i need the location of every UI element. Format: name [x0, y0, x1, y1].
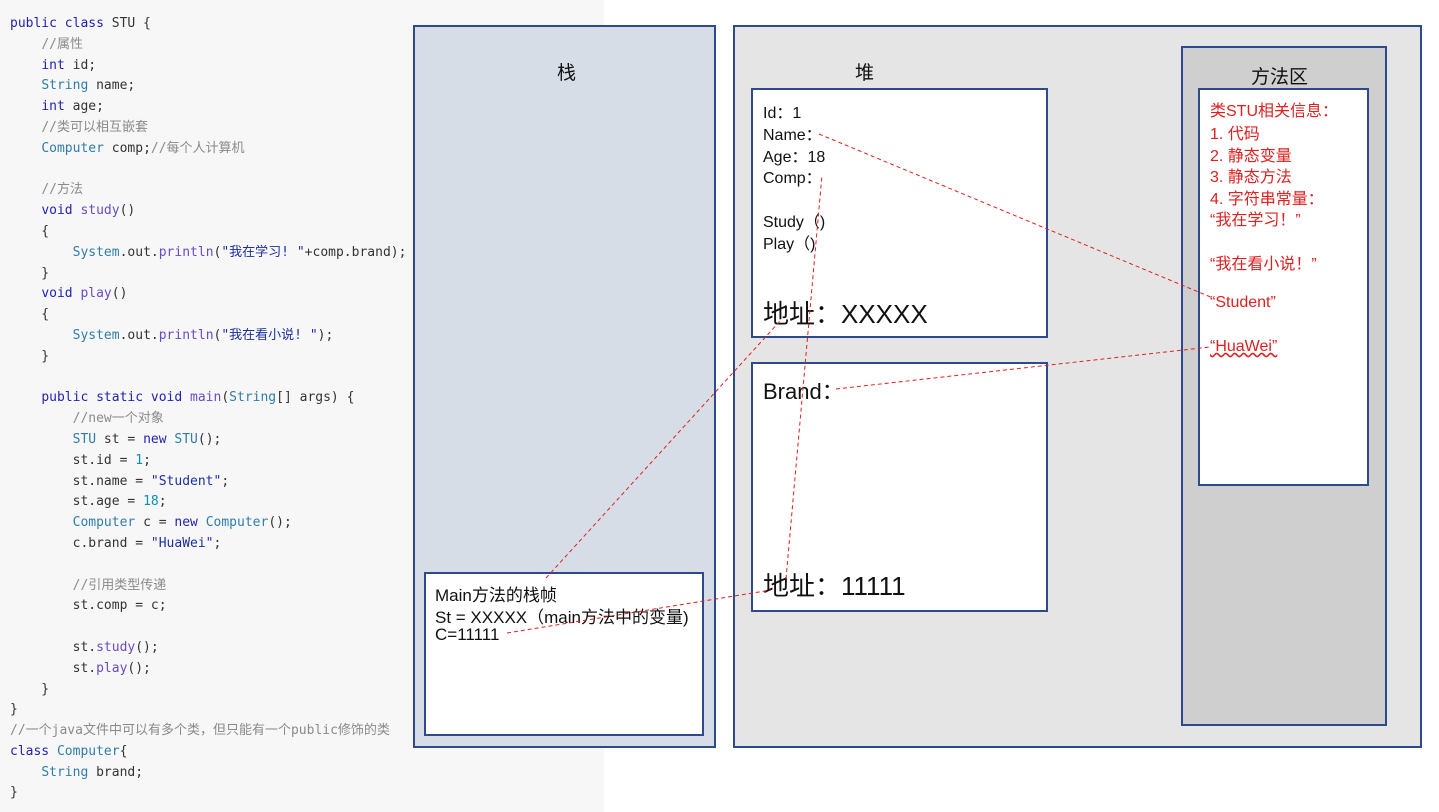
code-line: System.out.println("我在学习! "+comp.brand); — [72, 244, 407, 260]
code-line: String brand; — [41, 764, 144, 780]
class-info-item: 3. 静态方法 — [1210, 169, 1292, 186]
code-line: void study() — [41, 203, 136, 219]
class-info-header: 类STU相关信息： — [1210, 103, 1339, 120]
student-study-method: Study（) — [763, 214, 826, 231]
st-to-student-object-line — [545, 319, 782, 579]
code-line: } — [10, 702, 18, 718]
class-info-box: 类STU相关信息： 1. 代码 2. 静态变量 3. 静态方法 4. 字符串常量… — [1198, 88, 1369, 486]
code-listing: public class STU { //属性 int id; String n… — [10, 14, 406, 804]
code-line: public static void main(String[] args) { — [41, 390, 355, 406]
string-constant-study: “我在学习！” — [1210, 212, 1301, 229]
code-line: st.age = 18; — [10, 494, 167, 510]
student-play-method: Play（) — [763, 236, 816, 253]
code-line: } — [10, 265, 50, 281]
code-line: } — [10, 785, 18, 801]
code-line: //方法 — [41, 182, 83, 198]
code-line: STU st = new STU(); — [72, 431, 222, 447]
student-name-field: Name： — [763, 127, 822, 144]
code-line: class Computer{ — [10, 743, 128, 759]
code-line: } — [10, 681, 50, 697]
student-address: 地址：XXXXX — [763, 299, 928, 329]
string-constant-student: “Student” — [1210, 294, 1276, 311]
main-stack-frame: Main方法的栈帧 St = XXXXX（main方法中的变量) C=11111 — [424, 572, 704, 736]
c-to-computer-address-line — [506, 589, 772, 634]
code-line: { — [10, 223, 50, 239]
string-constant-play: “我在看小说！” — [1210, 256, 1317, 273]
brand-to-huawei-string-line — [835, 346, 1211, 390]
frame-c-variable: C=11111 — [435, 625, 500, 644]
code-line: st.comp = c; — [10, 598, 167, 614]
code-line: Computer comp;//每个人计算机 — [41, 140, 245, 156]
student-age-field: Age：18 — [763, 149, 826, 166]
class-info-item: 1. 代码 — [1210, 126, 1260, 143]
code-line: //属性 — [41, 36, 83, 52]
code-line: void play() — [41, 286, 128, 302]
code-line: st.study(); — [10, 639, 159, 655]
frame-title: Main方法的栈帧 — [435, 586, 557, 605]
class-info-item: 4. 字符串常量： — [1210, 191, 1324, 208]
method-area-title: 方法区 — [1251, 67, 1309, 88]
code-line: int id; — [41, 57, 97, 73]
code-line: //一个java文件中可以有多个类，但只能有一个public修饰的类 — [10, 723, 390, 739]
string-constant-huawei: “HuaWei” — [1210, 338, 1278, 355]
frame-st-variable: St = XXXXX（main方法中的变量) — [435, 608, 689, 627]
student-id-field: Id：1 — [763, 105, 802, 122]
heap-title: 堆 — [855, 63, 875, 84]
code-line: //类可以相互嵌套 — [41, 119, 148, 135]
name-to-student-string-line — [818, 133, 1214, 299]
student-object: Id：1 Name： Age：18 Comp： Study（) Play（) 地… — [751, 88, 1048, 338]
code-line: st.name = "Student"; — [10, 473, 230, 489]
code-line: c.brand = "HuaWei"; — [10, 535, 222, 551]
code-line: { — [10, 307, 50, 323]
code-line: Computer c = new Computer(); — [72, 515, 292, 531]
code-line: //new一个对象 — [72, 411, 164, 427]
code-line: } — [10, 348, 50, 364]
stack-title: 栈 — [557, 63, 577, 84]
class-info-item: 2. 静态变量 — [1210, 148, 1292, 165]
code-line: st.id = 1; — [10, 452, 151, 468]
comp-to-computer-object-line — [785, 174, 823, 580]
student-comp-field: Comp： — [763, 170, 822, 187]
code-line: //引用类型传递 — [72, 577, 167, 593]
code-line: st.play(); — [10, 660, 151, 676]
code-line: String name; — [41, 78, 136, 94]
code-line: int age; — [41, 99, 104, 115]
code-line: System.out.println("我在看小说! "); — [72, 327, 334, 343]
code-line: public class STU { — [10, 16, 151, 31]
